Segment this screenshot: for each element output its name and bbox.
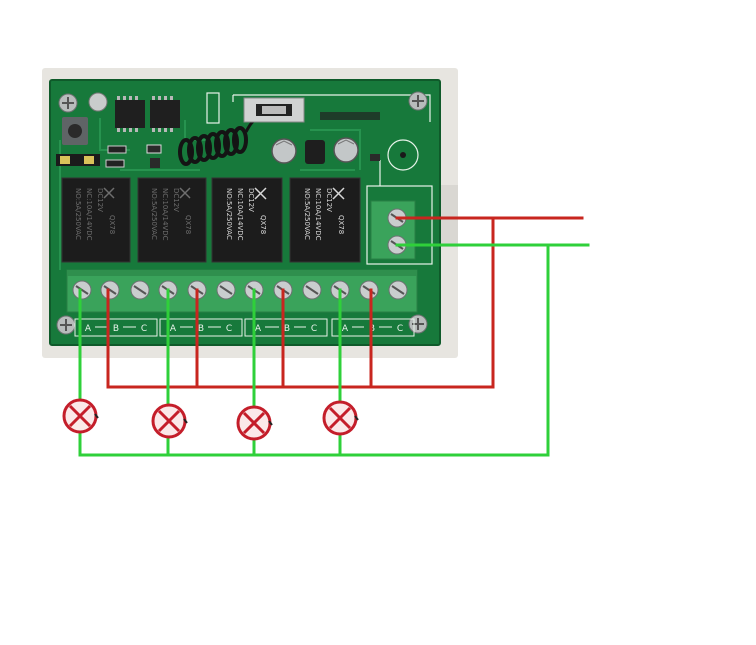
- terminal-label-a: A: [170, 324, 177, 334]
- casing-tab: [440, 185, 458, 247]
- relay-line2: NC:10A/14VDC: [314, 188, 322, 241]
- lamp-icon: [62, 398, 99, 434]
- relay-logo: [254, 187, 267, 200]
- screw-icon: [388, 280, 408, 300]
- output-terminal-block: [66, 269, 418, 313]
- relay-line1: NO:5A/250VAC: [74, 188, 82, 240]
- relay-model: QX78: [184, 215, 192, 234]
- relay-line2: NC:10A/14VDC: [236, 188, 244, 241]
- terminal-label-c: C: [226, 324, 232, 334]
- screw-icon: [216, 280, 236, 300]
- smd-component: [150, 158, 160, 168]
- terminal-label-b: B: [198, 324, 204, 334]
- terminal-label-b: B: [113, 324, 119, 334]
- lamp-icon: [236, 405, 273, 441]
- capacitor: [333, 137, 359, 163]
- terminal-label-c: C: [397, 324, 403, 334]
- ic-chip: [115, 96, 145, 132]
- relay-board: NO:5A/250VAC NC:10A/14VDC DC12V QX78 NO:…: [42, 68, 458, 358]
- mounting-hole-bottom-right: [408, 314, 428, 334]
- relay-model: QX78: [108, 215, 116, 234]
- relay-line1: NO:5A/250VAC: [150, 188, 158, 240]
- pcb-edge: [49, 79, 441, 346]
- smd-component: [320, 112, 380, 120]
- terminal-label-group-2: A B C: [159, 318, 243, 337]
- screw-icon: [359, 280, 379, 300]
- terminal-label-c: C: [311, 324, 317, 334]
- inductor: [305, 140, 325, 164]
- push-button: [62, 117, 88, 145]
- capacitor: [271, 138, 297, 164]
- relay-logo: [103, 187, 115, 199]
- lamp-icon: [151, 403, 188, 439]
- relay-line3: DC12V: [325, 188, 333, 212]
- relay-line1: NO:5A/250VAC: [303, 188, 311, 240]
- terminal-label-a: A: [85, 324, 92, 334]
- relay-1: NO:5A/250VAC NC:10A/14VDC DC12V QX78: [61, 177, 131, 263]
- relay-3: NO:5A/250VAC NC:10A/14VDC DC12V QX78: [211, 177, 283, 263]
- relay-logo: [179, 187, 191, 199]
- relay-line3: DC12V: [172, 188, 180, 212]
- mounting-hole-bottom-left: [56, 315, 76, 335]
- screw-icon: [100, 280, 120, 300]
- smd-component: [146, 144, 162, 154]
- smd-component: [370, 154, 380, 161]
- power-terminal-block: [370, 200, 416, 260]
- relay-logo: [332, 187, 345, 200]
- relay-line3: DC12V: [96, 188, 104, 212]
- screw-icon: [130, 280, 150, 300]
- antenna-coil: [178, 116, 259, 166]
- silkscreen: [206, 92, 433, 265]
- led-outline: [387, 139, 419, 171]
- terminal-label-b: B: [284, 324, 290, 334]
- diode: [107, 145, 127, 154]
- relay-line1: NO:5A/250VAC: [225, 188, 233, 240]
- relay-4: NO:5A/250VAC NC:10A/14VDC DC12V QX78: [289, 177, 361, 263]
- relay-line2: NC:10A/14VDC: [85, 188, 93, 241]
- neutral-wires: [78, 243, 590, 457]
- screw-icon: [302, 280, 322, 300]
- relay-model: QX78: [337, 215, 345, 234]
- diode: [105, 159, 125, 168]
- relay-line3: DC12V: [247, 188, 255, 212]
- terminal-label-group-3: A B C: [244, 318, 328, 337]
- screw-icon: [72, 280, 92, 300]
- ic-chip: [150, 96, 180, 132]
- mounting-hole-top-right: [408, 91, 428, 111]
- terminal-label-c: C: [141, 324, 147, 334]
- relay-2: NO:5A/250VAC NC:10A/14VDC DC12V QX78: [137, 177, 207, 263]
- terminal-label-a: A: [255, 324, 262, 334]
- relay-line2: NC:10A/14VDC: [161, 188, 169, 241]
- terminal-label-a: A: [342, 324, 349, 334]
- relay-model: QX78: [259, 215, 267, 234]
- rf-module: [243, 97, 305, 123]
- buzzer-component: [88, 92, 108, 112]
- terminal-label-group-1: A B C: [74, 318, 158, 337]
- mounting-hole-top-left: [58, 93, 78, 113]
- lamp-icon: [322, 400, 359, 436]
- jumper: [56, 154, 100, 166]
